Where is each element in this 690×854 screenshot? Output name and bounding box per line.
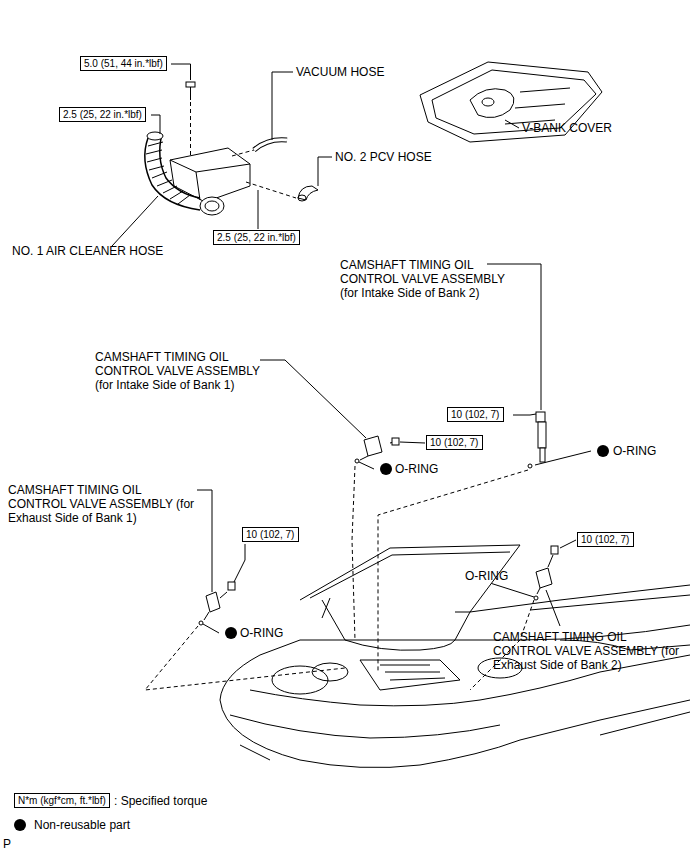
- dashed-line: [145, 466, 534, 690]
- legend-text: Non-reusable part: [34, 818, 130, 832]
- air-cleaner-hose: [145, 132, 250, 215]
- part-name: NO. 2 PCV HOSE: [335, 150, 432, 164]
- part-name: VACUUM HOSE: [296, 65, 384, 79]
- torque-box: 5.0 (51, 44 in.*lbf): [80, 56, 167, 71]
- part-name: CAMSHAFT TIMING OIL CONTROL VALVE ASSEMB…: [8, 483, 198, 525]
- torque-box: 10 (102, 7): [242, 527, 299, 542]
- legend-entry: Non-reusable part: [34, 818, 130, 832]
- vehicle-illustration: [220, 545, 690, 768]
- part-name: O-RING: [395, 462, 438, 476]
- part-name: V-BANK COVER: [522, 121, 612, 135]
- part-name: O-RING: [395, 462, 438, 476]
- torque-box: 10 (102, 7): [577, 532, 634, 547]
- part-name: CAMSHAFT TIMING OIL CONTROL VALVE ASSEMB…: [340, 258, 505, 300]
- bolt: [186, 82, 195, 100]
- part-name: O-RING: [613, 444, 656, 458]
- torque-value: 10 (102, 7): [581, 534, 629, 545]
- torque-value: 2.5 (25, 22 in.*lbf): [63, 109, 142, 120]
- page-mark: P: [3, 837, 11, 851]
- part-name: NO. 1 AIR CLEANER HOSE: [12, 244, 163, 258]
- part-name: VACUUM HOSE: [296, 65, 384, 79]
- part-name: V-BANK COVER: [522, 121, 612, 135]
- torque-value: 10 (102, 7): [430, 437, 478, 448]
- part-name: CAMSHAFT TIMING OIL CONTROL VALVE ASSEMB…: [493, 630, 679, 672]
- legend-text: : Specified torque: [114, 794, 207, 808]
- oil-control-valve: [355, 436, 399, 463]
- torque-value: 10 (102, 7): [246, 529, 294, 540]
- part-name: CAMSHAFT TIMING OIL CONTROL VALVE ASSEMB…: [493, 630, 683, 672]
- vacuum-hose: [254, 140, 287, 150]
- part-name: NO. 2 PCV HOSE: [335, 150, 432, 164]
- torque-value: 10 (102, 7): [451, 409, 499, 420]
- torque-value: 2.5 (25, 22 in.*lbf): [217, 232, 296, 243]
- oil-control-valve: [534, 546, 558, 600]
- oil-control-valve: [199, 582, 235, 625]
- part-name: O-RING: [465, 569, 508, 583]
- part-name: CAMSHAFT TIMING OIL CONTROL VALVE ASSEMB…: [8, 483, 194, 525]
- torque-box: 10 (102, 7): [447, 407, 504, 422]
- part-name: O-RING: [613, 444, 656, 458]
- part-name: O-RING: [240, 626, 283, 640]
- legend-entry: : Specified torque: [114, 794, 207, 808]
- part-name: CAMSHAFT TIMING OIL CONTROL VALVE ASSEMB…: [95, 350, 280, 392]
- part-name: CAMSHAFT TIMING OIL CONTROL VALVE ASSEMB…: [340, 258, 525, 300]
- torque-value: 5.0 (51, 44 in.*lbf): [84, 58, 163, 69]
- part-name: NO. 1 AIR CLEANER HOSE: [12, 244, 163, 258]
- leader-line: [112, 64, 519, 246]
- torque-box: 2.5 (25, 22 in.*lbf): [59, 107, 146, 122]
- part-name: O-RING: [465, 569, 508, 583]
- page-mark: P: [3, 837, 11, 851]
- leader-line: [197, 264, 591, 633]
- torque-value: N*m (kgf*cm, ft.*lbf): [18, 795, 106, 806]
- torque-box: N*m (kgf*cm, ft.*lbf): [14, 793, 110, 808]
- pcv-hose: [298, 186, 318, 201]
- torque-box: 10 (102, 7): [426, 435, 483, 450]
- part-name: O-RING: [240, 626, 283, 640]
- part-name: CAMSHAFT TIMING OIL CONTROL VALVE ASSEMB…: [95, 350, 260, 392]
- oil-control-valve: [528, 412, 546, 468]
- dashed-line: [191, 102, 297, 198]
- torque-box: 2.5 (25, 22 in.*lbf): [213, 230, 300, 245]
